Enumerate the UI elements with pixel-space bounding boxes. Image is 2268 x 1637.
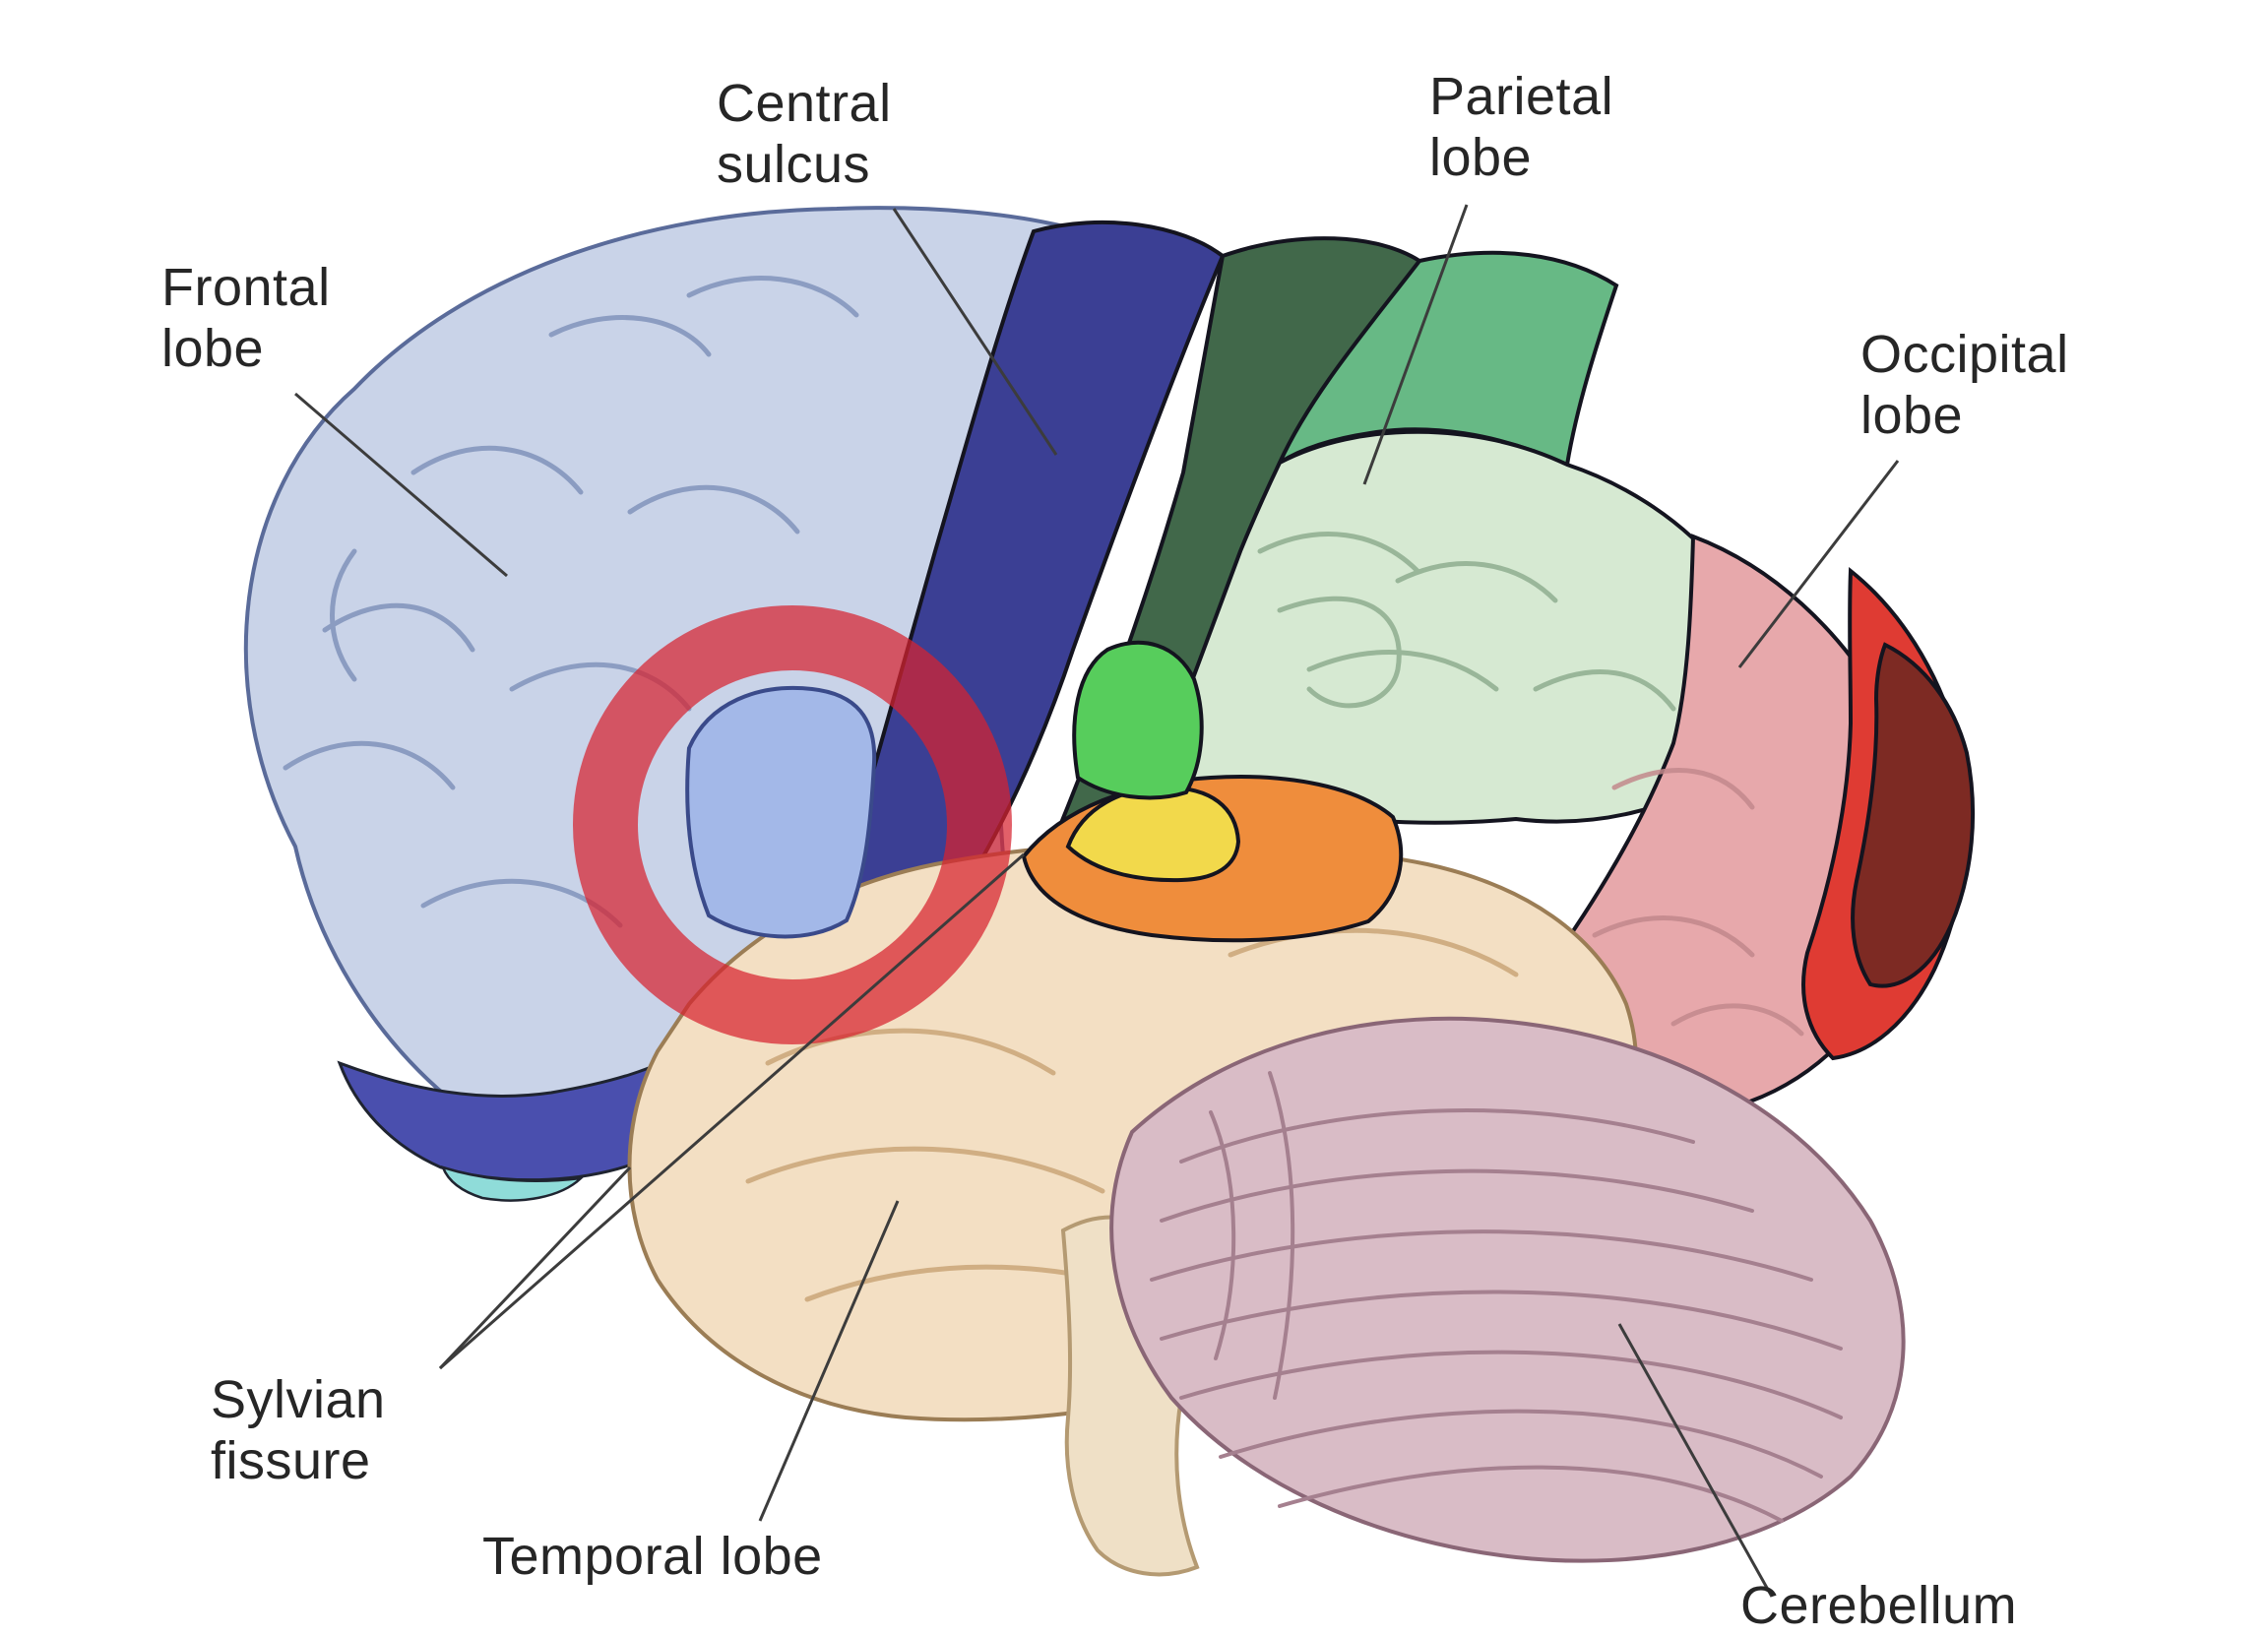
occipital-maroon-band-region bbox=[1851, 642, 1976, 988]
sylvian-fissure-leader-line-1 bbox=[438, 1165, 632, 1370]
cerebellum-leader-line bbox=[1617, 1323, 1774, 1598]
sylvian-fissure-label: Sylvian fissure bbox=[211, 1370, 386, 1490]
frontal-lobe-leader-line bbox=[294, 392, 508, 578]
inner-blue-region bbox=[685, 686, 877, 939]
cerebellum-region bbox=[1109, 1016, 1906, 1563]
temporal-lobe-leader-line bbox=[758, 1200, 900, 1522]
frontal-lobe-label: Frontal lobe bbox=[161, 258, 331, 378]
parietal-lobe-leader-line bbox=[1362, 204, 1469, 485]
central-sulcus-label: Central sulcus bbox=[717, 74, 892, 194]
occipital-lobe-label: Occipital lobe bbox=[1860, 325, 2069, 445]
parietal-lobe-label: Parietal lobe bbox=[1429, 67, 1614, 187]
occipital-lobe-leader-line bbox=[1737, 460, 1900, 668]
sylvian-fissure-leader-line-2 bbox=[439, 852, 1025, 1370]
temporal-lobe-label: Temporal lobe bbox=[482, 1527, 823, 1586]
cerebellum-label: Cerebellum bbox=[1740, 1576, 2018, 1635]
small-green-region bbox=[1072, 640, 1204, 800]
cerebellum-striation-lines bbox=[1150, 1071, 1843, 1523]
occipital-gyri-lines bbox=[1592, 768, 1804, 1037]
parietal-gyri-lines bbox=[1257, 532, 1676, 712]
cyan-region bbox=[440, 1165, 585, 1202]
central-sulcus-leader-line bbox=[892, 208, 1058, 456]
highlight-ring bbox=[573, 605, 1012, 1044]
